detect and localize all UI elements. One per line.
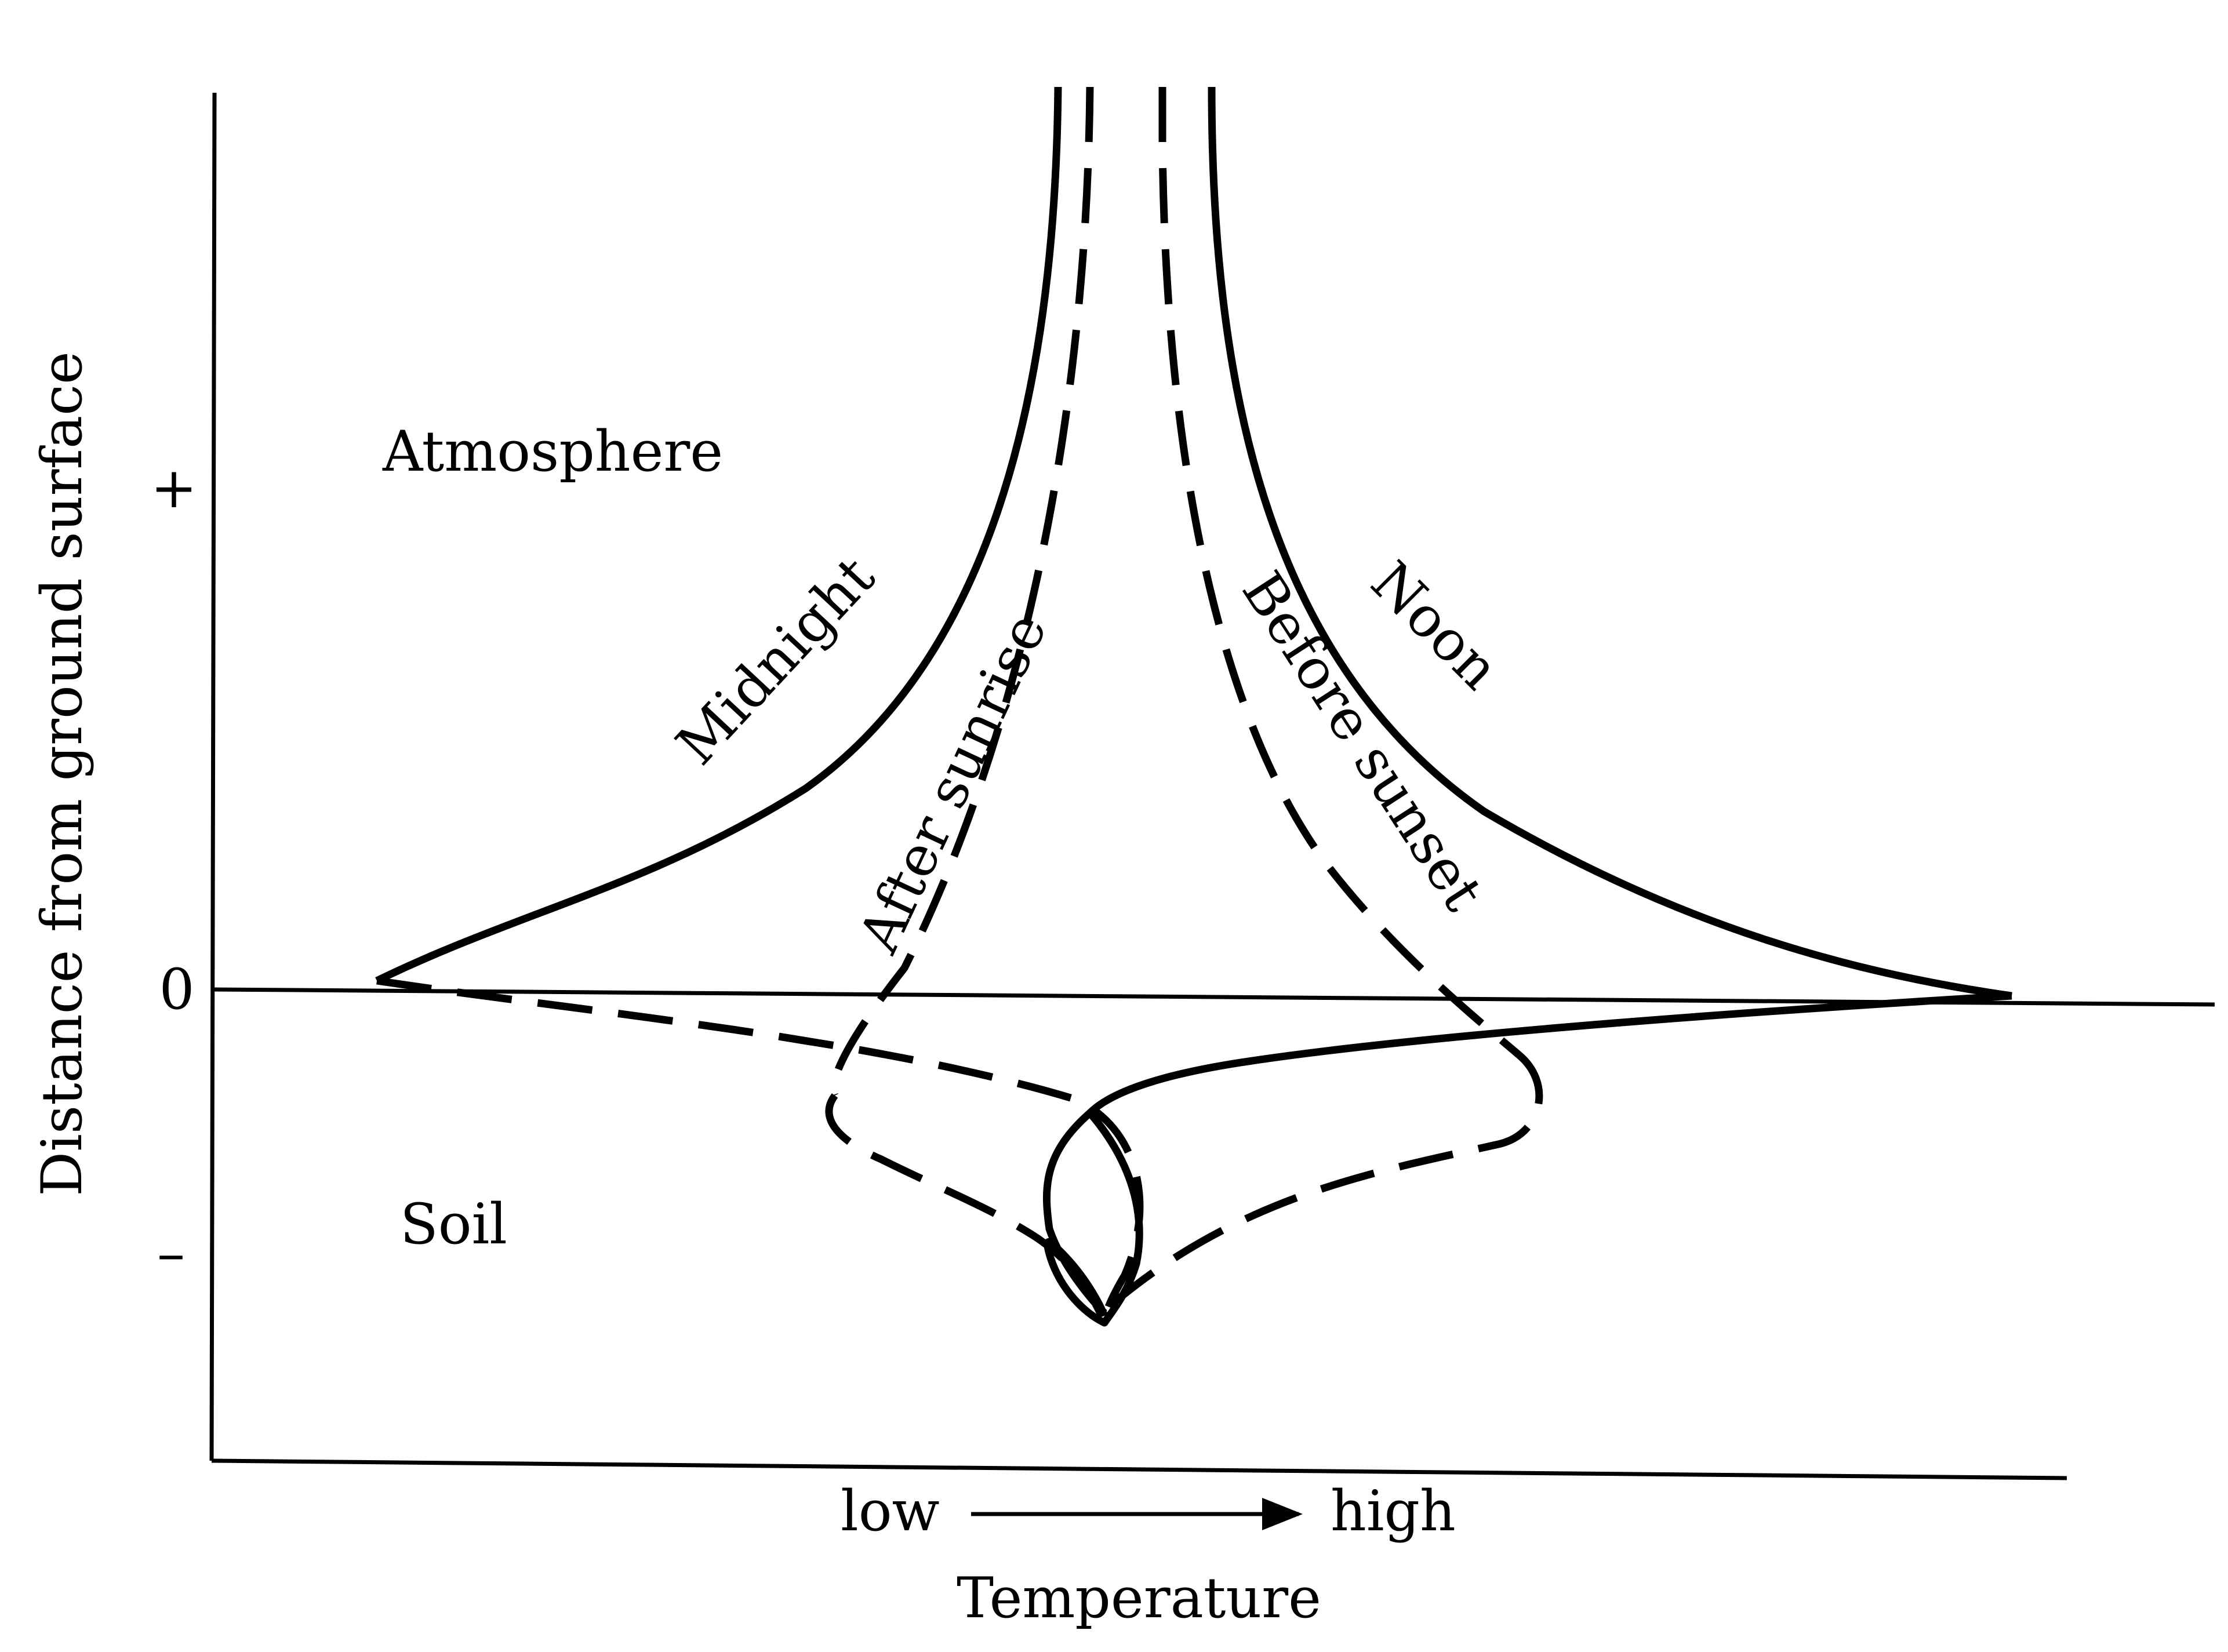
- atmosphere-label: Atmosphere: [382, 419, 723, 484]
- y-tick-plus: +: [151, 456, 197, 521]
- y-axis-line: [209, 92, 217, 1461]
- noon-soil-curve: [1042, 992, 2012, 1316]
- x-axis-line: [211, 1458, 2067, 1480]
- x-axis-label: Temperature: [957, 1566, 1321, 1631]
- midnight-soil-curve: [376, 977, 1144, 1320]
- soil-label: Soil: [400, 1192, 507, 1257]
- y-tick-minus: –: [157, 1221, 185, 1286]
- y-axis-label: Distance from ground surface: [30, 351, 95, 1196]
- x-axis-high-label: high: [1331, 1479, 1456, 1544]
- soil-minimum-lobe: [1044, 1110, 1143, 1327]
- after-sunrise-label: After sunrise: [846, 603, 1059, 963]
- midnight-atmosphere-curve: [375, 86, 1062, 984]
- after-sunrise-soil-curve: [825, 1093, 1105, 1318]
- y-tick-zero: 0: [159, 957, 194, 1022]
- noon-label: Noon: [1359, 549, 1512, 702]
- midnight-label: Midnight: [664, 544, 887, 777]
- noon-atmosphere-curve: [1208, 86, 2012, 1000]
- x-axis-low-label: low: [841, 1479, 940, 1544]
- before-sunset-atmosphere-curve: [1158, 86, 1522, 1058]
- after-sunrise-atmosphere-curve: [830, 86, 1094, 1097]
- before-sunset-soil-curve: [1102, 1052, 1543, 1314]
